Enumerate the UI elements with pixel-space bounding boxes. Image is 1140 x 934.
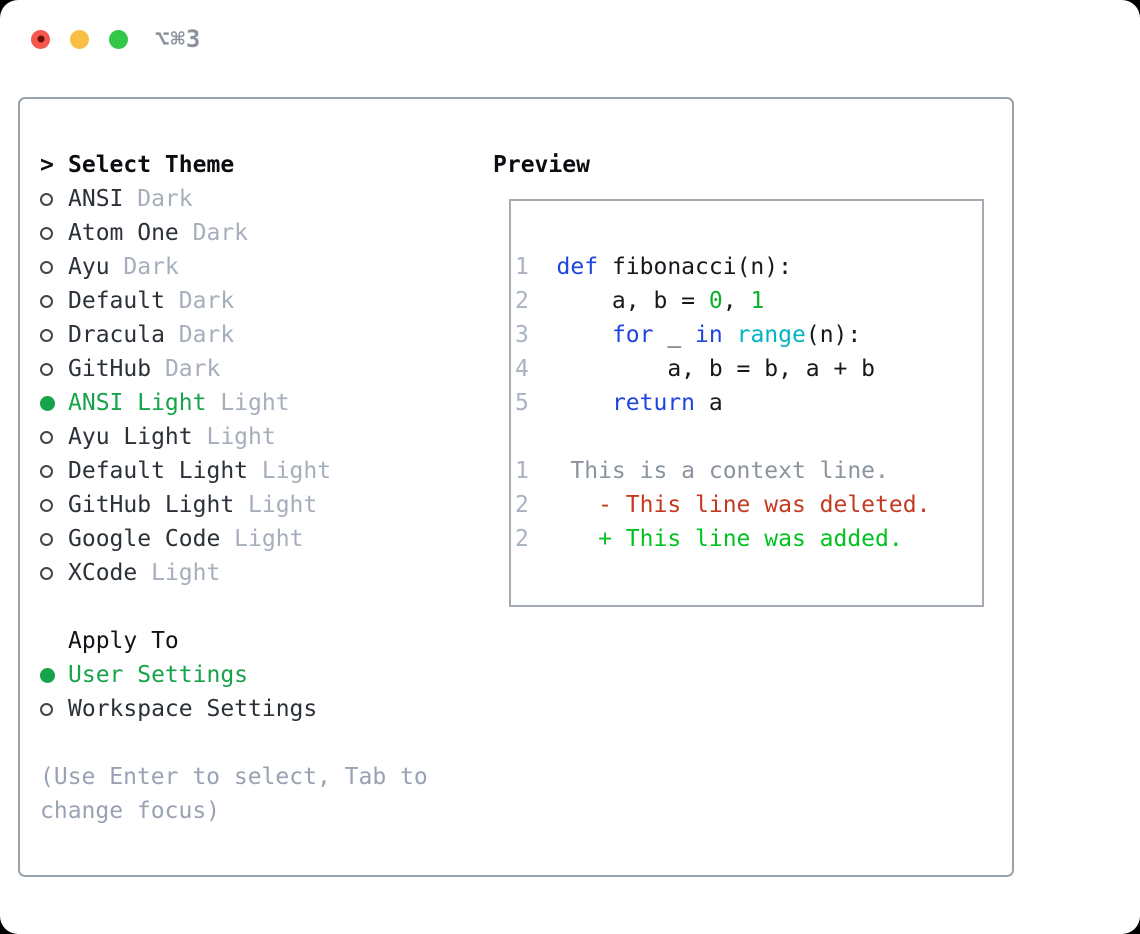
theme-option-dracula[interactable]: Dracula Dark [40, 318, 470, 352]
line-number: 1 [515, 458, 557, 484]
line-number: 3 [515, 322, 557, 348]
theme-option-ansi[interactable]: ANSI Dark [40, 182, 470, 216]
theme-variant-label: Light [192, 424, 276, 450]
theme-option-google-code[interactable]: Google Code Light [40, 522, 470, 556]
theme-variant-label: Light [220, 526, 304, 552]
theme-option-label: Ayu [68, 254, 110, 280]
apply-to-header: Apply To [40, 624, 470, 658]
theme-option-ansi-light[interactable]: ANSI Light Light [40, 386, 470, 420]
focus-caret-icon: > [40, 152, 54, 178]
radio-icon [40, 430, 53, 444]
select-theme-title: Select Theme [68, 152, 235, 178]
theme-variant-label: Light [248, 458, 332, 484]
apply-option-workspace-settings[interactable]: Workspace Settings [40, 692, 470, 726]
theme-option-label: ANSI Light [68, 390, 207, 416]
radio-icon [40, 498, 53, 512]
radio-icon [40, 328, 53, 342]
line-number: 4 [515, 356, 557, 382]
theme-option-ayu-light[interactable]: Ayu Light Light [40, 420, 470, 454]
apply-option-user-settings[interactable]: User Settings [40, 658, 470, 692]
preview-pane: 1 def fibonacci(n): 2 a, b = 0, 1 3 for _ … [509, 199, 984, 607]
line-number: 2 [515, 492, 557, 518]
apply-option-label: User Settings [68, 662, 249, 688]
keyboard-hint: (Use Enter to select, Tab to change focu… [40, 764, 428, 824]
line-number: 5 [515, 390, 557, 416]
theme-variant-label: Light [234, 492, 318, 518]
code-line: 1 This is a context line. [515, 458, 889, 484]
theme-option-label: Default Light [68, 458, 249, 484]
window-controls [31, 29, 128, 49]
line-number: 1 [515, 254, 557, 280]
code-line [515, 420, 982, 454]
spacer [40, 590, 470, 624]
radio-icon [40, 566, 53, 580]
theme-variant-label: Light [206, 390, 290, 416]
select-theme-header: > Select Theme [40, 148, 470, 182]
close-button[interactable] [31, 29, 50, 49]
theme-option-label: Ayu Light [68, 424, 193, 450]
theme-option-label: XCode [68, 560, 138, 586]
code-line: 1 def fibonacci(n): [515, 254, 792, 280]
theme-variant-label: Light [137, 560, 221, 586]
code-line: 4 a, b = b, a + b [515, 356, 876, 382]
code-line: 5 return a [515, 390, 723, 416]
theme-variant-label: Dark [178, 220, 249, 246]
theme-option-label: Dracula [68, 322, 165, 348]
theme-option-default[interactable]: Default Dark [40, 284, 470, 318]
theme-option-atom-one[interactable]: Atom One Dark [40, 216, 470, 250]
theme-option-github[interactable]: GitHub Dark [40, 352, 470, 386]
theme-variant-label: Dark [109, 254, 179, 280]
radio-selected-icon [40, 395, 55, 411]
line-number: 2 [515, 288, 557, 314]
unsaved-dot-icon [37, 35, 44, 43]
radio-icon [40, 702, 53, 716]
theme-variant-label: Dark [164, 288, 235, 314]
line-number: 2 [515, 526, 557, 552]
theme-option-label: GitHub [68, 356, 152, 382]
theme-option-xcode[interactable]: XCode Light [40, 556, 470, 590]
radio-icon [40, 464, 53, 478]
code-line: 3 for _ in range(n): [515, 322, 862, 348]
theme-variant-label: Dark [164, 322, 235, 348]
code-sample: 1 def fibonacci(n): 2 a, b = 0, 1 3 for _ … [515, 250, 982, 556]
theme-variant-label: Dark [123, 186, 193, 212]
theme-variant-label: Dark [151, 356, 221, 382]
line-number [515, 424, 557, 450]
radio-icon [40, 226, 53, 240]
theme-option-label: GitHub Light [68, 492, 235, 518]
theme-option-label: ANSI [68, 186, 124, 212]
title-bar: ⌥⌘3 [0, 0, 1140, 78]
zoom-button[interactable] [109, 29, 128, 49]
radio-icon [40, 260, 53, 274]
theme-option-default-light[interactable]: Default Light Light [40, 454, 470, 488]
radio-icon [40, 294, 53, 308]
theme-option-label: Google Code [68, 526, 221, 552]
theme-option-label: Atom One [68, 220, 179, 246]
code-line: 2 + This line was added. [515, 526, 903, 552]
radio-selected-icon [40, 667, 55, 683]
code-line: 2 - This line was deleted. [515, 492, 931, 518]
preview-title: Preview [493, 152, 590, 178]
radio-icon [40, 362, 53, 376]
radio-icon [40, 192, 53, 206]
code-line: 2 a, b = 0, 1 [515, 288, 765, 314]
theme-option-label: Default [68, 288, 165, 314]
radio-icon [40, 532, 53, 546]
theme-option-github-light[interactable]: GitHub Light Light [40, 488, 470, 522]
minimize-button[interactable] [70, 29, 89, 49]
theme-option-ayu[interactable]: Ayu Dark [40, 250, 470, 284]
window-title: ⌥⌘3 [155, 25, 202, 53]
apply-to-title: Apply To [68, 628, 179, 654]
apply-option-label: Workspace Settings [68, 696, 318, 722]
